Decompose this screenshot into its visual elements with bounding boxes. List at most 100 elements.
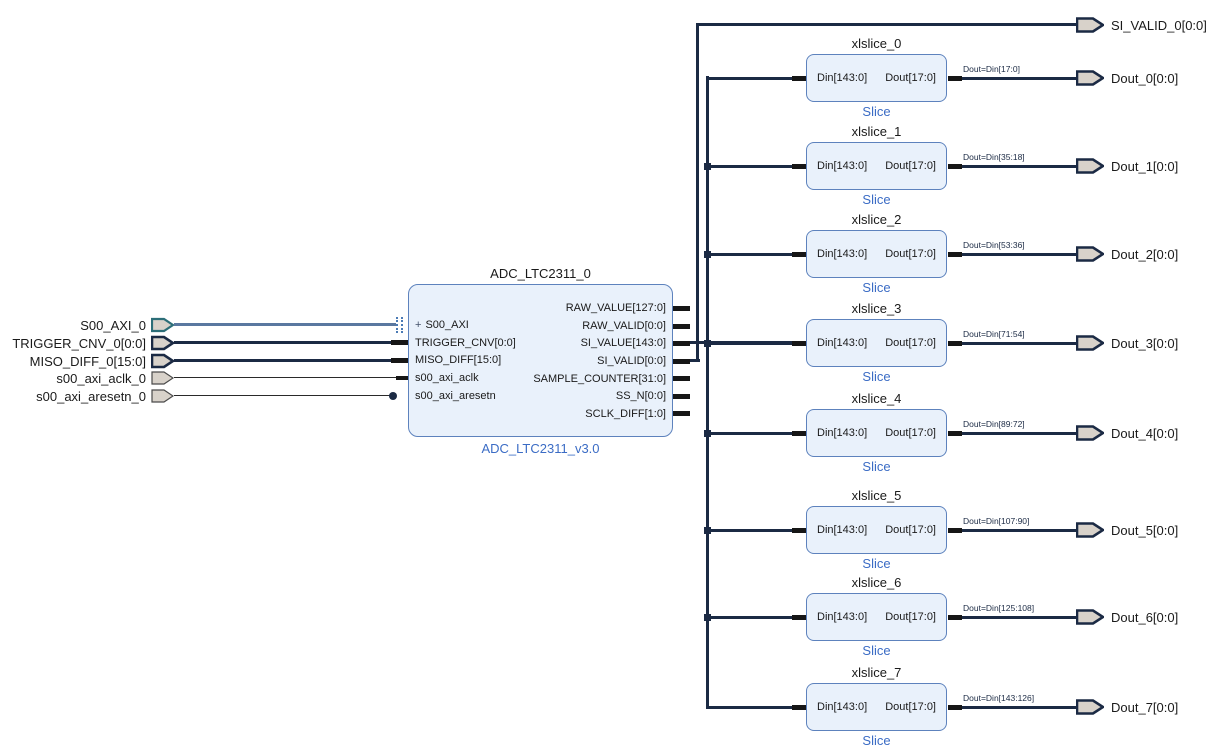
block-type-label: Slice xyxy=(862,556,891,571)
output-port-dout-2[interactable]: Dout_2[0:0] xyxy=(1076,245,1178,263)
wire-si-value-branch[interactable] xyxy=(706,341,806,345)
pin-raw-valid[interactable]: RAW_VALID[0:0] xyxy=(582,319,666,332)
pin-s00-axi-aresetn[interactable]: s00_axi_aresetn xyxy=(415,389,496,402)
wire-dout-0[interactable] xyxy=(962,76,1076,80)
wire-dout-7[interactable] xyxy=(962,705,1076,709)
input-port-trigger-cnv-0[interactable]: TRIGGER_CNV_0[0:0] xyxy=(0,335,174,351)
xlslice-6-block[interactable]: Din[143:0] Dout[17:0] xyxy=(806,593,947,641)
wire-s00-axi-aclk[interactable] xyxy=(174,377,396,378)
pin-s00-axi[interactable]: +S00_AXI xyxy=(415,319,469,331)
output-port-dout-7[interactable]: Dout_7[0:0] xyxy=(1076,698,1178,716)
pin-stub xyxy=(673,306,690,311)
din-pin[interactable]: Din[143:0] xyxy=(817,524,868,536)
pin-stub xyxy=(792,75,806,81)
input-port-s00-axi-aresetn-0[interactable]: s00_axi_aresetn_0 xyxy=(0,388,174,404)
wire-junction xyxy=(704,339,711,347)
input-port-icon xyxy=(151,335,174,351)
din-pin[interactable]: Din[143:0] xyxy=(817,248,868,260)
port-label: s00_axi_aclk_0 xyxy=(56,370,146,386)
output-port-si-valid-0[interactable]: SI_VALID_0[0:0] xyxy=(1076,16,1207,34)
input-port-s00-axi-0[interactable]: S00_AXI_0 xyxy=(0,317,174,333)
dout-pin[interactable]: Dout[17:0] xyxy=(885,701,936,713)
input-port-s00-axi-aclk-0[interactable]: s00_axi_aclk_0 xyxy=(0,370,174,386)
xlslice-3-block[interactable]: Din[143:0] Dout[17:0] xyxy=(806,319,947,367)
output-port-dout-3[interactable]: Dout_3[0:0] xyxy=(1076,334,1178,352)
adc-block[interactable]: +S00_AXI TRIGGER_CNV[0:0] MISO_DIFF[15:0… xyxy=(408,284,673,437)
wire-s00-axi-aresetn[interactable] xyxy=(174,395,390,396)
port-label: Dout_5[0:0] xyxy=(1111,522,1179,538)
dout-pin[interactable]: Dout[17:0] xyxy=(885,248,936,260)
pin-stub xyxy=(792,163,806,169)
xlslice-2-block[interactable]: Din[143:0] Dout[17:0] xyxy=(806,230,947,278)
dout-pin[interactable]: Dout[17:0] xyxy=(885,160,936,172)
block-title: xlslice_5 xyxy=(851,488,902,503)
din-pin[interactable]: Din[143:0] xyxy=(817,427,868,439)
dout-pin[interactable]: Dout[17:0] xyxy=(885,611,936,623)
din-pin[interactable]: Din[143:0] xyxy=(817,611,868,623)
pin-sample-counter[interactable]: SAMPLE_COUNTER[31:0] xyxy=(533,372,666,385)
din-pin[interactable]: Din[143:0] xyxy=(817,72,868,84)
block-title: xlslice_2 xyxy=(851,212,902,227)
pin-raw-value[interactable]: RAW_VALUE[127:0] xyxy=(565,302,666,314)
dout-pin[interactable]: Dout[17:0] xyxy=(885,72,936,84)
din-pin[interactable]: Din[143:0] xyxy=(817,701,868,713)
wire-dout-6[interactable] xyxy=(962,615,1076,619)
port-label: Dout_2[0:0] xyxy=(1111,246,1179,262)
din-pin[interactable]: Din[143:0] xyxy=(817,160,868,172)
dout-pin[interactable]: Dout[17:0] xyxy=(885,337,936,349)
wire-si-valid-top[interactable] xyxy=(696,23,1076,26)
wire-label: Dout=Din[53:36] xyxy=(963,240,1025,250)
wire-dout-2[interactable] xyxy=(962,252,1076,256)
block-type-label: Slice xyxy=(862,369,891,384)
port-label: Dout_1[0:0] xyxy=(1111,158,1179,174)
wire-si-value-branch[interactable] xyxy=(706,705,806,709)
block-type-label: Slice xyxy=(862,643,891,658)
pin-s00-axi-aclk[interactable]: s00_axi_aclk xyxy=(415,372,479,385)
din-pin[interactable]: Din[143:0] xyxy=(817,337,868,349)
wire-label: Dout=Din[89:72] xyxy=(963,419,1025,429)
wire-dout-4[interactable] xyxy=(962,431,1076,435)
wire-si-value-branch[interactable] xyxy=(706,164,806,168)
wire-si-value-bus[interactable] xyxy=(706,76,709,709)
adc-block-version-label: ADC_LTC2311_v3.0 xyxy=(481,441,600,456)
port-label: Dout_4[0:0] xyxy=(1111,425,1179,441)
wire-si-value-branch[interactable] xyxy=(706,528,806,532)
block-title: xlslice_4 xyxy=(851,391,902,406)
xlslice-1-block[interactable]: Din[143:0] Dout[17:0] xyxy=(806,142,947,190)
expand-icon[interactable]: + xyxy=(415,319,422,331)
wire-miso-diff[interactable] xyxy=(174,359,392,362)
pin-stub xyxy=(792,430,806,436)
output-port-icon xyxy=(1076,17,1104,33)
wire-si-valid-riser[interactable] xyxy=(696,23,699,362)
xlslice-7-block[interactable]: Din[143:0] Dout[17:0] xyxy=(806,683,947,731)
block-title: xlslice_7 xyxy=(851,665,902,680)
output-port-dout-5[interactable]: Dout_5[0:0] xyxy=(1076,521,1178,539)
wire-si-value-branch[interactable] xyxy=(706,615,806,619)
pin-sclk-diff[interactable]: SCLK_DIFF[1:0] xyxy=(585,408,666,421)
pin-ss-n[interactable]: SS_N[0:0] xyxy=(615,390,666,403)
pin-miso-diff[interactable]: MISO_DIFF[15:0] xyxy=(415,354,502,367)
input-port-miso-diff-0[interactable]: MISO_DIFF_0[15:0] xyxy=(0,353,174,369)
output-port-dout-4[interactable]: Dout_4[0:0] xyxy=(1076,424,1178,442)
xlslice-4-block[interactable]: Din[143:0] Dout[17:0] xyxy=(806,409,947,457)
wire-si-value-branch[interactable] xyxy=(706,431,806,435)
xlslice-5-block[interactable]: Din[143:0] Dout[17:0] xyxy=(806,506,947,554)
wire-dout-3[interactable] xyxy=(962,341,1076,345)
wire-si-valid[interactable] xyxy=(690,359,700,362)
pin-trigger-cnv[interactable]: TRIGGER_CNV[0:0] xyxy=(415,336,516,349)
dout-pin[interactable]: Dout[17:0] xyxy=(885,524,936,536)
pin-si-value[interactable]: SI_VALUE[143:0] xyxy=(580,337,666,350)
xlslice-0-block[interactable]: Din[143:0] Dout[17:0] xyxy=(806,54,947,102)
wire-si-value-branch[interactable] xyxy=(706,252,806,256)
block-type-label: Slice xyxy=(862,280,891,295)
dout-pin[interactable]: Dout[17:0] xyxy=(885,427,936,439)
wire-s00-axi[interactable] xyxy=(174,323,396,326)
wire-dout-1[interactable] xyxy=(962,164,1076,168)
wire-trigger-cnv[interactable] xyxy=(174,341,392,344)
output-port-dout-0[interactable]: Dout_0[0:0] xyxy=(1076,69,1178,87)
output-port-dout-6[interactable]: Dout_6[0:0] xyxy=(1076,608,1178,626)
output-port-dout-1[interactable]: Dout_1[0:0] xyxy=(1076,157,1178,175)
wire-si-value-branch[interactable] xyxy=(706,76,806,80)
pin-si-valid[interactable]: SI_VALID[0:0] xyxy=(597,355,666,368)
wire-dout-5[interactable] xyxy=(962,528,1076,532)
